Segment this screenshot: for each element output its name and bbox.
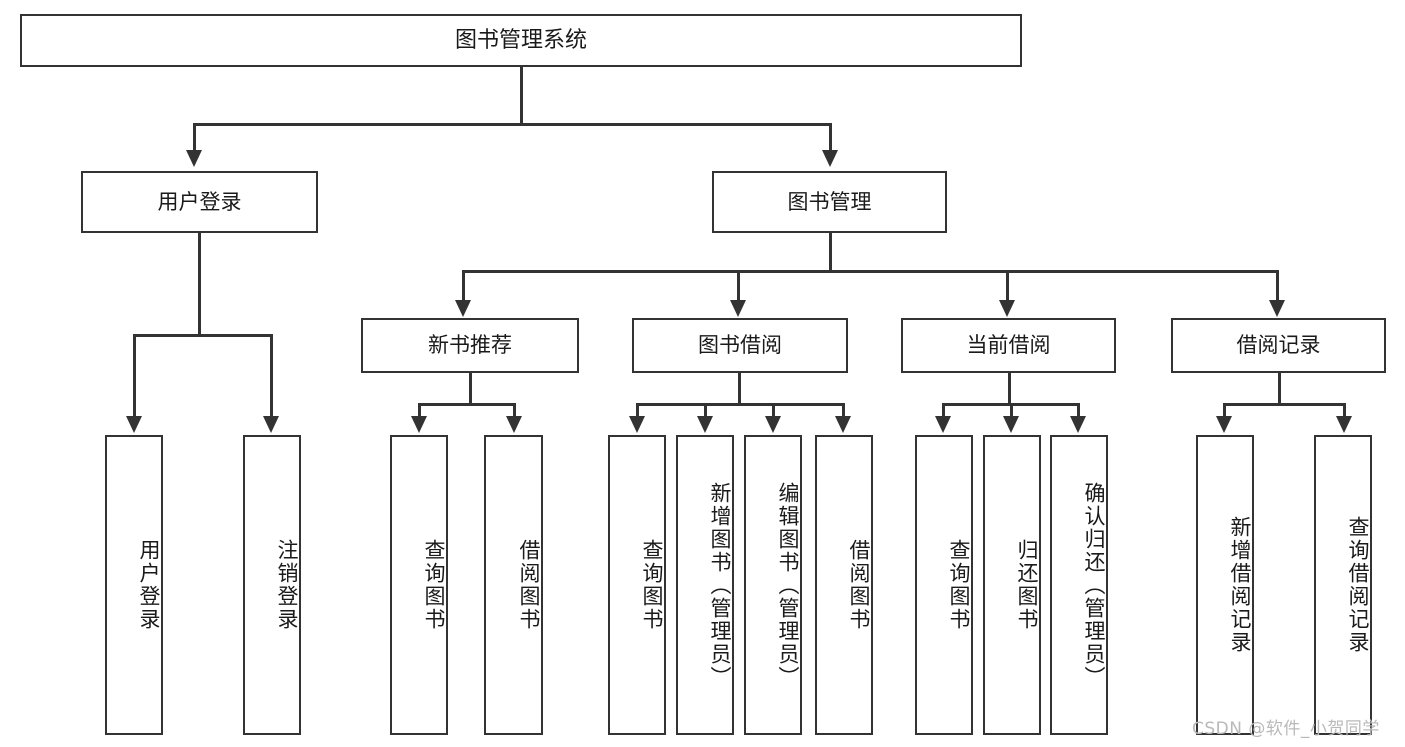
leaf-add-record-label: 新增借阅记录 xyxy=(1228,516,1252,654)
arrow-to-leaf-confirm-return xyxy=(1070,416,1086,433)
arrow-to-leaf-user-login xyxy=(126,416,142,433)
leaf-return-book[interactable]: 归还图书 xyxy=(983,435,1041,735)
connector-bm-drop-1 xyxy=(462,270,465,302)
node-new-book-recommend[interactable]: 新书推荐 xyxy=(361,318,579,373)
leaf-query-book-1[interactable]: 查询图书 xyxy=(390,435,448,735)
leaf-return-book-label: 归还图书 xyxy=(1015,539,1039,631)
leaf-query-book-3[interactable]: 查询图书 xyxy=(915,435,973,735)
leaf-query-record[interactable]: 查询借阅记录 xyxy=(1314,435,1372,735)
node-root[interactable]: 图书管理系统 xyxy=(20,14,1022,67)
leaf-logout-login-label: 注销登录 xyxy=(275,539,299,631)
node-user-login-label: 用户登录 xyxy=(157,189,242,214)
leaf-borrow-book-2-label: 借阅图书 xyxy=(847,539,871,631)
leaf-query-book-3-label: 查询图书 xyxy=(947,539,971,631)
connector-bm-drop-4 xyxy=(1276,270,1279,302)
node-borrow-record[interactable]: 借阅记录 xyxy=(1171,318,1386,373)
node-book-management[interactable]: 图书管理 xyxy=(712,171,947,233)
node-root-label: 图书管理系统 xyxy=(454,27,587,53)
leaf-query-book-2-label: 查询图书 xyxy=(640,539,664,631)
connector-user-login-bus xyxy=(133,334,272,337)
arrow-to-leaf-add-book xyxy=(697,416,713,433)
arrow-to-leaf-logout-login xyxy=(263,416,279,433)
connector-nbr-bus xyxy=(418,403,516,406)
leaf-edit-book-label: 编辑图书（管理员） xyxy=(776,481,800,689)
connector-cb-drop-2 xyxy=(1010,403,1013,418)
arrow-to-leaf-return-book xyxy=(1003,416,1019,433)
arrow-to-current-borrow xyxy=(999,300,1015,317)
leaf-add-record[interactable]: 新增借阅记录 xyxy=(1196,435,1254,735)
node-user-login[interactable]: 用户登录 xyxy=(81,171,318,233)
leaf-borrow-book-2[interactable]: 借阅图书 xyxy=(815,435,873,735)
connector-nbr-stem xyxy=(469,373,472,405)
connector-br-drop-2 xyxy=(1343,403,1346,418)
leaf-add-book-label: 新增图书（管理员） xyxy=(708,481,732,689)
connector-user-login-drop-1 xyxy=(133,334,136,418)
connector-br-drop-1 xyxy=(1223,403,1226,418)
node-book-management-label: 图书管理 xyxy=(787,189,872,214)
arrow-to-borrow-record xyxy=(1269,300,1285,317)
node-current-borrow[interactable]: 当前借阅 xyxy=(901,318,1116,373)
connector-root-drop-1 xyxy=(193,123,196,151)
leaf-borrow-book-1[interactable]: 借阅图书 xyxy=(484,435,543,735)
arrow-to-book-management xyxy=(822,150,838,167)
leaf-borrow-book-1-label: 借阅图书 xyxy=(517,539,541,631)
connector-cb-stem xyxy=(1008,373,1011,405)
node-book-borrow-label: 图书借阅 xyxy=(698,333,782,358)
connector-bm-drop-2 xyxy=(737,270,740,302)
leaf-query-book-2[interactable]: 查询图书 xyxy=(608,435,666,735)
connector-cb-drop-3 xyxy=(1077,403,1080,418)
arrow-to-leaf-query-book-2 xyxy=(629,416,645,433)
connector-root-bus xyxy=(193,123,831,126)
arrow-to-leaf-borrow-book-1 xyxy=(506,416,522,433)
connector-user-login-drop-2 xyxy=(270,334,273,418)
connector-bb-drop-3 xyxy=(772,403,775,418)
arrow-to-new-book-recommend xyxy=(455,300,471,317)
node-borrow-record-label: 借阅记录 xyxy=(1236,333,1321,358)
connector-root-stem xyxy=(520,67,523,124)
arrow-to-user-login xyxy=(186,150,202,167)
arrow-to-leaf-query-record xyxy=(1336,416,1352,433)
arrow-to-leaf-borrow-book-2 xyxy=(835,416,851,433)
leaf-add-book[interactable]: 新增图书（管理员） xyxy=(676,435,734,735)
node-book-borrow[interactable]: 图书借阅 xyxy=(632,318,848,373)
leaf-user-login-label: 用户登录 xyxy=(137,539,161,631)
arrow-to-leaf-query-book-1 xyxy=(411,416,427,433)
leaf-logout-login[interactable]: 注销登录 xyxy=(243,435,301,735)
node-new-book-recommend-label: 新书推荐 xyxy=(428,333,512,358)
leaf-query-record-label: 查询借阅记录 xyxy=(1346,516,1370,654)
leaf-query-book-1-label: 查询图书 xyxy=(422,539,446,631)
connector-bm-drop-3 xyxy=(1006,270,1009,302)
connector-br-bus xyxy=(1223,403,1345,406)
connector-root-drop-2 xyxy=(829,123,832,151)
arrow-to-leaf-query-book-3 xyxy=(935,416,951,433)
connector-br-stem xyxy=(1278,373,1281,405)
connector-book-management-bus xyxy=(462,270,1278,273)
connector-bb-drop-4 xyxy=(842,403,845,418)
node-current-borrow-label: 当前借阅 xyxy=(966,333,1051,358)
connector-cb-drop-1 xyxy=(942,403,945,418)
leaf-confirm-return[interactable]: 确认归还（管理员） xyxy=(1050,435,1108,735)
arrow-to-leaf-edit-book xyxy=(765,416,781,433)
connector-nbr-drop-1 xyxy=(418,403,421,418)
connector-bb-drop-1 xyxy=(636,403,639,418)
connector-bb-stem xyxy=(738,373,741,405)
connector-user-login-stem xyxy=(198,233,201,335)
arrow-to-book-borrow xyxy=(730,300,746,317)
leaf-edit-book[interactable]: 编辑图书（管理员） xyxy=(744,435,802,735)
connector-bb-bus xyxy=(636,403,844,406)
arrow-to-leaf-add-record xyxy=(1216,416,1232,433)
connector-bb-drop-2 xyxy=(704,403,707,418)
connector-nbr-drop-2 xyxy=(513,403,516,418)
leaf-user-login[interactable]: 用户登录 xyxy=(105,435,163,735)
connector-book-management-stem xyxy=(829,233,832,272)
leaf-confirm-return-label: 确认归还（管理员） xyxy=(1082,481,1106,689)
